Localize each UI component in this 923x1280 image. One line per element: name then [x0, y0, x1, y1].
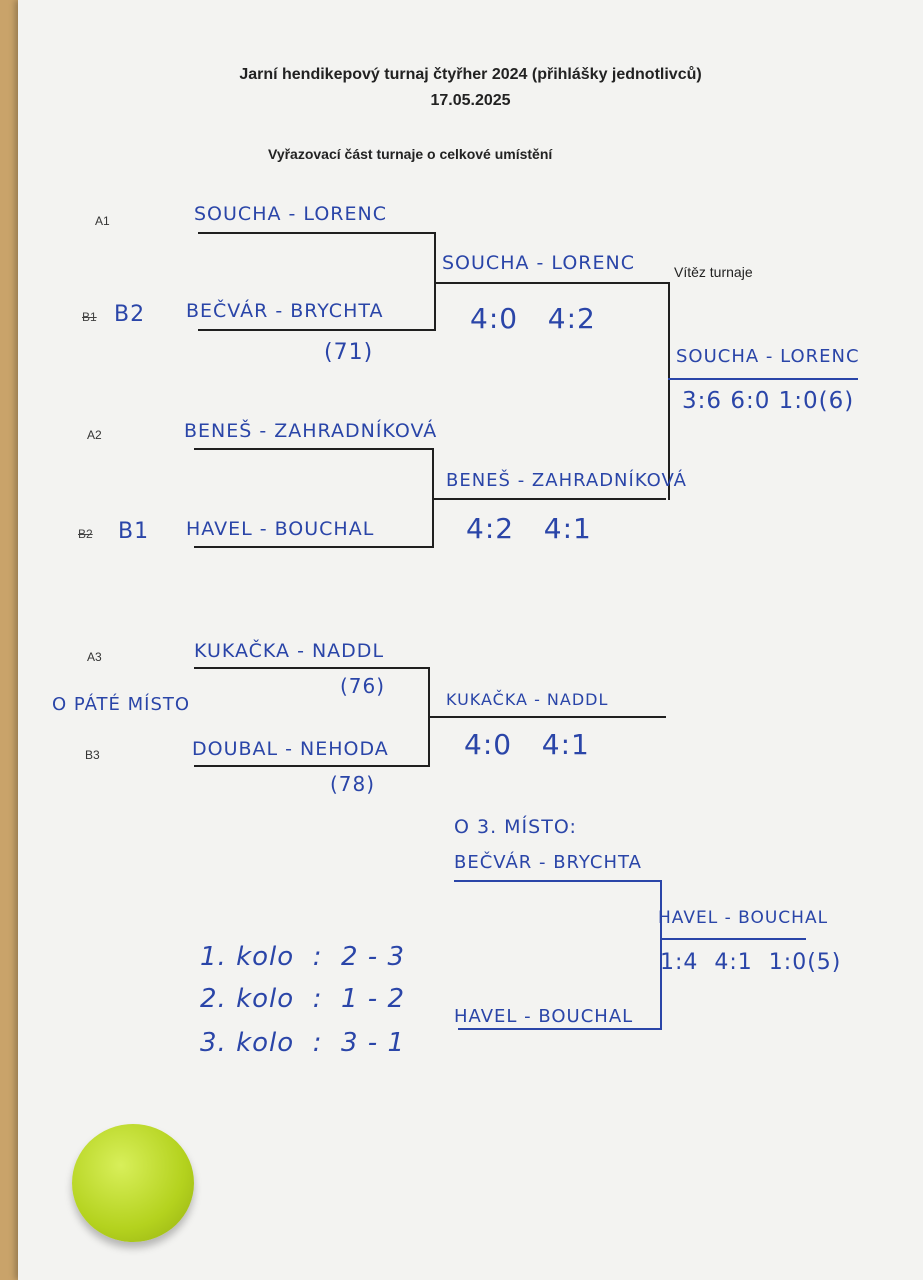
document-subtitle: Vyřazovací část turnaje o celkové umístě…: [268, 146, 553, 162]
fifth-team1-note: (76): [340, 674, 386, 698]
slot-label-a3: A3: [87, 650, 102, 664]
bracket-line-third-team2: [458, 1028, 662, 1030]
bracket-connector-r1-top: [434, 232, 436, 331]
r1-team3-name: BENEŠ - ZAHRADNÍKOVÁ: [184, 420, 438, 442]
bracket-line-r1-team3: [194, 448, 434, 450]
bracket-line-fifth-team2: [194, 765, 430, 767]
bracket-line-final-winner: [668, 378, 858, 380]
bracket-line-third-team1: [454, 880, 660, 882]
semi2-score: 4:2 4:1: [466, 512, 592, 545]
fifth-team2-name: DOUBAL - NEHODA: [192, 738, 389, 760]
third-team2-name: HAVEL - BOUCHAL: [454, 1006, 634, 1027]
r1-team1-name: SOUCHA - LORENC: [194, 203, 387, 225]
bracket-connector-final: [668, 282, 670, 500]
paper-sheet: Jarní hendikepový turnaj čtyřher 2024 (p…: [18, 0, 923, 1280]
bracket-line-r1-team1: [198, 232, 436, 234]
fifth-score: 4:0 4:1: [464, 728, 590, 761]
round-schedule-3: 3. kolo : 3 - 1: [200, 1028, 405, 1058]
slot-label-b2-struck: B2: [78, 527, 93, 541]
third-team1-name: BEČVÁR - BRYCHTA: [454, 852, 642, 873]
document-title: Jarní hendikepový turnaj čtyřher 2024 (p…: [239, 66, 702, 83]
bracket-line-semi2: [432, 498, 666, 500]
round-schedule-2: 2. kolo : 1 - 2: [200, 984, 405, 1014]
fifth-team1-name: KUKAČKA - NADDL: [194, 640, 385, 662]
slot-label-a1: A1: [95, 214, 110, 228]
fifth-team2-note: (78): [330, 772, 376, 796]
slot-label-b3: B3: [85, 748, 100, 762]
slot-label-b1-struck: B1: [82, 310, 97, 324]
final-winner-name: SOUCHA - LORENC: [676, 346, 860, 367]
slot-label-b1-corrected: B2: [114, 302, 146, 327]
bracket-line-fifth-winner: [428, 716, 666, 718]
fifth-winner-name: KUKAČKA - NADDL: [446, 690, 609, 709]
round-schedule-1: 1. kolo : 2 - 3: [200, 942, 405, 972]
third-winner-name: HAVEL - BOUCHAL: [658, 908, 829, 928]
bracket-line-third-winner: [660, 938, 806, 940]
bracket-connector-third: [660, 880, 662, 1030]
r1-team4-name: HAVEL - BOUCHAL: [186, 518, 375, 540]
document-date: 17.05.2025: [430, 92, 511, 109]
slot-label-a2: A2: [87, 428, 102, 442]
bracket-line-semi1: [434, 282, 670, 284]
bracket-line-fifth-team1: [194, 667, 430, 669]
third-score: 1:4 4:1 1:0(5): [660, 950, 842, 975]
winner-label: Vítěz turnaje: [674, 264, 753, 280]
r1-team2-note: (71): [324, 340, 374, 365]
r1-team2-name: BEČVÁR - BRYCHTA: [186, 300, 384, 322]
semi2-winner-name: BENEŠ - ZAHRADNÍKOVÁ: [446, 470, 687, 491]
bracket-line-r1-team2: [198, 329, 436, 331]
third-place-label: O 3. MÍSTO:: [454, 816, 577, 838]
final-score: 3:6 6:0 1:0(6): [682, 388, 855, 414]
semi1-score: 4:0 4:2: [470, 302, 596, 335]
fifth-place-label: O PÁTÉ MÍSTO: [52, 694, 191, 715]
magnet-pin: [72, 1124, 194, 1242]
semi1-winner-name: SOUCHA - LORENC: [442, 252, 635, 274]
slot-label-b2-corrected: B1: [118, 519, 150, 544]
bracket-line-r1-team4: [194, 546, 434, 548]
